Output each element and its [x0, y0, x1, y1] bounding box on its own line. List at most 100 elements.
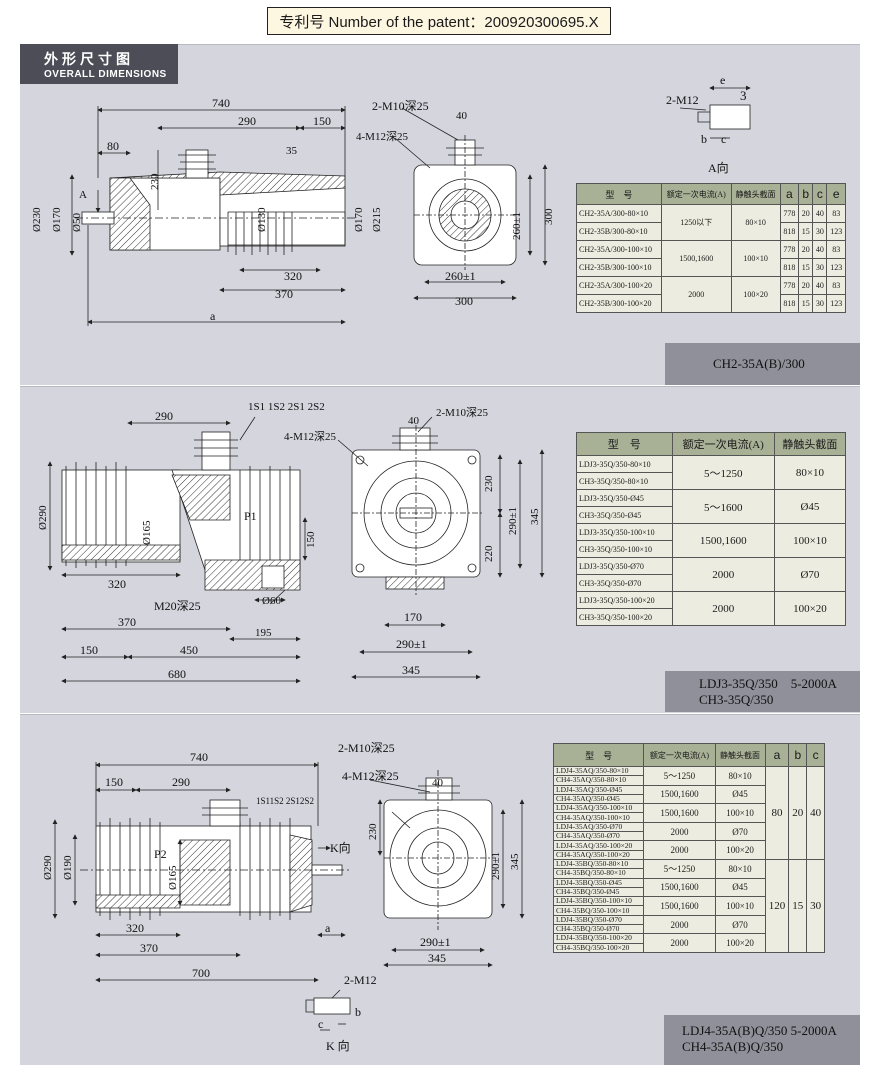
dim-260-h: 260±1 — [445, 269, 476, 283]
col-section: 静触头截面 — [773, 432, 847, 456]
dim-290pm-v: 290±1 — [507, 507, 519, 535]
dim-290pm-h: 290±1 — [396, 637, 427, 651]
dim-e: e — [720, 73, 725, 87]
col-model: 型 号 — [576, 432, 673, 456]
model-label-line-1: LDJ4-35A(B)Q/350 5-2000A — [682, 1023, 837, 1038]
table-row: CH2-35B/300-100×10 818 15 30 123 — [576, 258, 846, 277]
dim-d170-right: Ø170 — [353, 207, 365, 232]
dim-d165: Ø165 — [141, 520, 153, 545]
ldj4-sheds — [99, 818, 291, 920]
dim-260-v: 260±1 — [511, 212, 523, 240]
dim-35: 35 — [286, 145, 298, 157]
table-row: CH2-35A/300-100×10 1500,1600 100×10 778 … — [576, 240, 846, 277]
dim-150: 150 — [105, 775, 123, 789]
col-c: c — [806, 743, 825, 767]
dim-3: 3 — [740, 88, 747, 103]
dim-d230: Ø230 — [31, 207, 43, 232]
model-label-text: CH2-35A(B)/300 — [713, 356, 805, 371]
dim-2-m12: 2-M12 — [666, 93, 699, 107]
dim-150: 150 — [313, 114, 331, 128]
ldj4-dimension-labels: 740 150 290 1S11S2 2S12S2 2-M10深25 4-M12… — [42, 741, 521, 1053]
dim-290: 290 — [172, 775, 190, 789]
dim-680: 680 — [168, 667, 186, 681]
dim-b: b — [701, 132, 707, 146]
dim-345-h: 345 — [402, 663, 420, 677]
col-c: c — [812, 183, 828, 205]
ch2-spec-table: 型 号 额定一次电流(A) 静触头截面 a b c e CH2-35A/300-… — [576, 183, 846, 313]
dim-150-v: 150 — [305, 531, 317, 548]
dim-d215: Ø215 — [371, 207, 383, 232]
col-section: 静触头截面 — [714, 743, 766, 767]
section-header: 外形尺寸图 OVERALL DIMENSIONS — [20, 44, 178, 84]
dim-2-m10: 2-M10深25 — [372, 99, 429, 113]
col-a: a — [764, 743, 790, 767]
table-row: CH2-35A/300-100×20 2000 100×20 778 20 40… — [576, 276, 846, 313]
model-label-line-2: CH3-35Q/350 — [699, 692, 774, 707]
col-a: a — [779, 183, 800, 205]
dim-290: 290 — [155, 409, 173, 423]
dim-2-m10: 2-M10深25 — [436, 406, 488, 419]
dim-40: 40 — [408, 415, 420, 427]
dim-4-m12: 4-M12深25 — [284, 430, 336, 443]
ldj3-dimension-labels: 290 1S1 1S2 2S1 2S2 4-M12深25 2-M10深25 40… — [37, 401, 541, 681]
col-current: 额定一次电流(A) — [671, 432, 775, 456]
label-a-view: A向 — [708, 160, 729, 175]
model-label-ldj4: LDJ4-35A(B)Q/350 5-2000A CH4-35A(B)Q/350 — [664, 1015, 860, 1065]
dim-d290: Ø290 — [42, 855, 54, 880]
dim-290pm-v: 290±1 — [490, 852, 502, 880]
dim-b: b — [355, 1005, 361, 1019]
dim-80: 80 — [107, 139, 119, 153]
dim-230: 230 — [149, 173, 161, 190]
dim-370: 370 — [140, 941, 158, 955]
dim-4-m12: 4-M12深25 — [342, 769, 399, 783]
dim-m20: M20深25 — [154, 599, 201, 613]
dim-195: 195 — [255, 627, 272, 639]
col-current: 额定一次电流(A) — [643, 743, 716, 767]
ldj3-sheds-left — [65, 462, 127, 568]
col-model: 型 号 — [552, 743, 645, 767]
model-label-line-1: LDJ3-35Q/350 5-2000A — [699, 676, 837, 691]
col-model: 型 号 — [576, 183, 662, 205]
dim-740: 740 — [190, 750, 208, 764]
dim-d170: Ø170 — [51, 207, 63, 232]
ldj4-k-view-detail — [305, 997, 351, 1015]
ldj3-side-view — [61, 431, 301, 591]
dim-c: c — [721, 132, 726, 146]
col-section: 静触头截面 — [730, 183, 781, 205]
dim-345-v: 345 — [509, 853, 521, 870]
dim-320: 320 — [108, 577, 126, 591]
dim-A-arrow: A — [79, 189, 87, 201]
dim-150: 150 — [80, 643, 98, 657]
header-title-cn: 外形尺寸图 — [44, 51, 134, 67]
dim-345-h: 345 — [428, 951, 446, 965]
dim-d165: Ø165 — [167, 865, 179, 890]
ch2-end-view — [413, 135, 520, 270]
ldj3-sheds-right — [239, 466, 291, 572]
dim-320: 320 — [284, 269, 302, 283]
dim-a: a — [325, 921, 331, 935]
dim-d190: Ø190 — [62, 855, 74, 880]
table-row: CH2-35A/300-80×10 1250以下 80×10 778 20 40… — [576, 204, 846, 241]
model-label-line-2: CH4-35A(B)Q/350 — [682, 1039, 784, 1054]
dim-230: 230 — [483, 475, 495, 492]
dim-c: c — [318, 1017, 323, 1031]
dim-370: 370 — [275, 287, 293, 301]
label-k-view: K 向 — [326, 1038, 350, 1053]
table-row: CH3-35Q/350-100×20 — [576, 608, 846, 626]
dim-740: 740 — [212, 96, 230, 110]
dim-290pm-h: 290±1 — [420, 935, 451, 949]
label-p1: P1 — [244, 509, 257, 523]
patent-number: 专利号 Number of the patent：200920300695.X — [267, 7, 611, 35]
dim-230: 230 — [367, 823, 379, 840]
ch2-a-view-detail — [697, 104, 751, 130]
model-label-ch2: CH2-35A(B)/300 — [665, 343, 860, 385]
dim-d50: Ø50 — [71, 213, 83, 232]
